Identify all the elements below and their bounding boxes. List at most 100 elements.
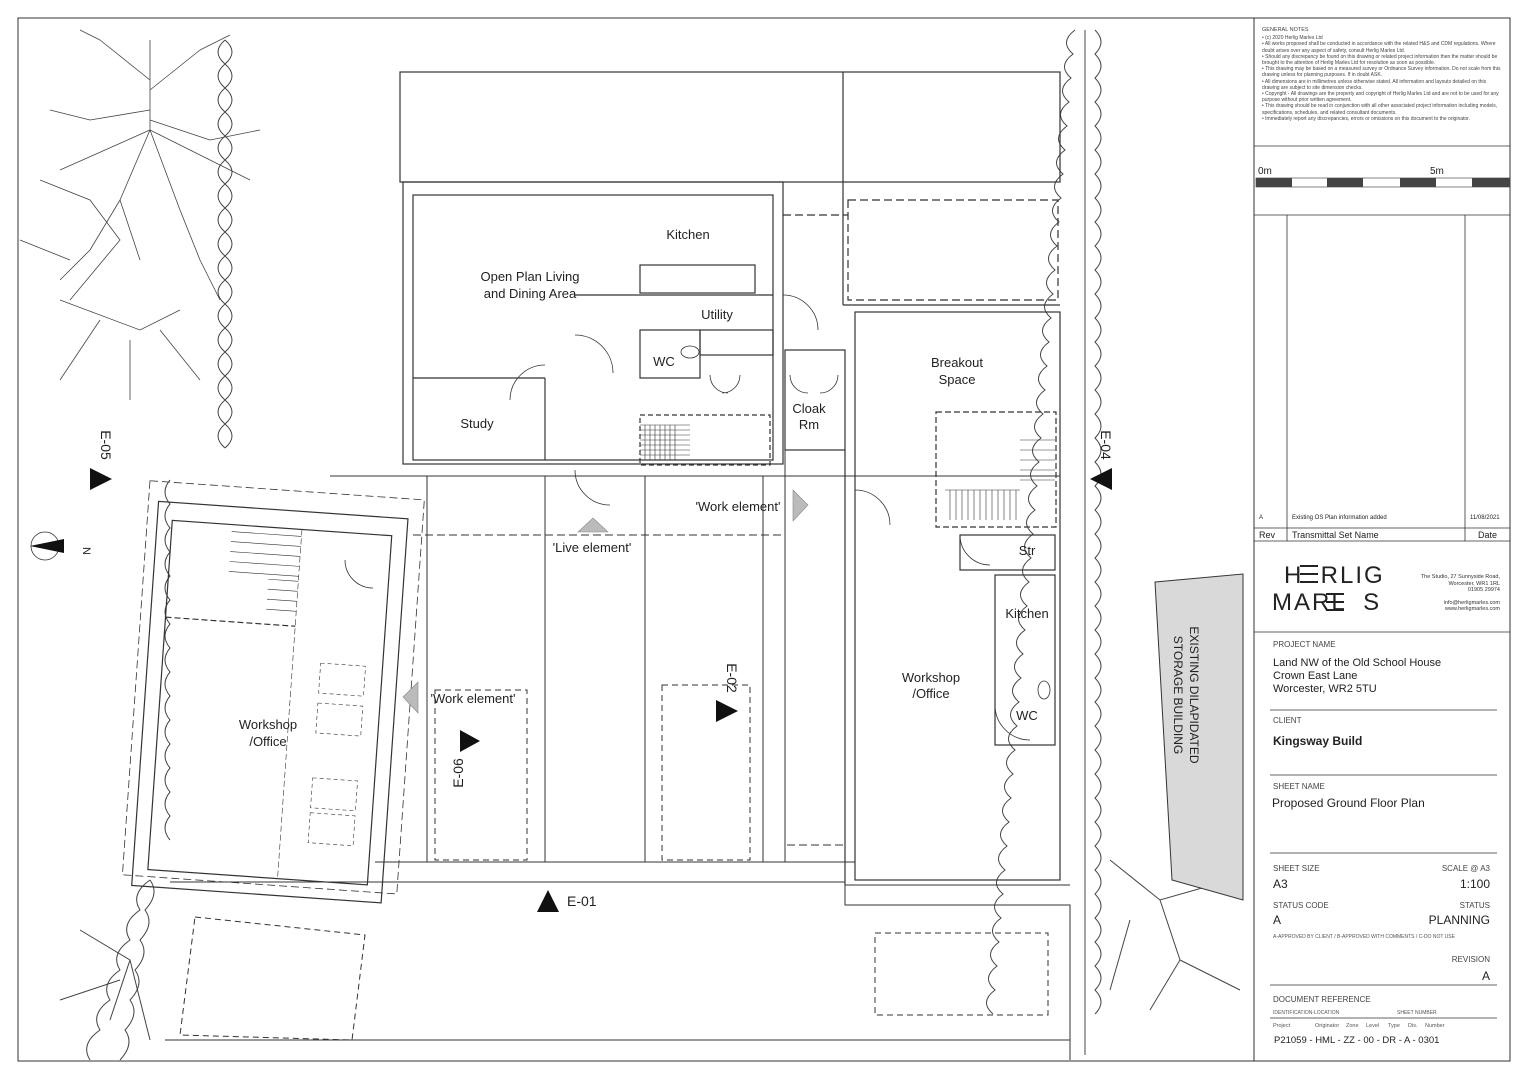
status-label: STATUS xyxy=(1459,901,1490,910)
client-label: CLIENT xyxy=(1273,716,1302,725)
drawing-border xyxy=(17,17,1511,1062)
docref-sub-identification: IDENTIFICATION-LOCATION xyxy=(1273,1010,1340,1016)
room-open-plan-line1: Open Plan Living xyxy=(480,269,579,284)
room-wc-right: WC xyxy=(1016,708,1038,723)
general-note-item: • All works proposed shall be conducted … xyxy=(1262,41,1496,54)
general-note-item: • All dimensions are in millimetres unle… xyxy=(1262,78,1487,91)
company-logo-line1: H RLIG xyxy=(1284,562,1385,589)
existing-storage-building xyxy=(1154,573,1244,901)
elevation-label-e02: E-02 xyxy=(724,663,740,693)
tree-top-left xyxy=(19,29,261,400)
section-marker-e04 xyxy=(1090,468,1112,490)
stair-main xyxy=(640,424,1055,520)
titleblock-lines xyxy=(1254,145,1510,1019)
section-marker-e06 xyxy=(460,730,480,752)
label-work-element-left: 'Work element' xyxy=(431,691,516,706)
scale-mid-label: 5m xyxy=(1430,166,1444,177)
company-logo-line2: MARL S xyxy=(1272,589,1381,616)
elevation-label-e05: E-05 xyxy=(98,430,114,460)
scale-value: 1:100 xyxy=(1459,877,1490,891)
general-notes-title: GENERAL NOTES xyxy=(1262,27,1309,33)
revision-header-date: Date xyxy=(1478,530,1497,540)
room-open-plan-line2: and Dining Area xyxy=(484,286,577,301)
room-breakout-line2: Space xyxy=(939,372,976,387)
room-workshop-right-line2: /Office xyxy=(912,686,949,701)
project-name: Land NW of the Old School House Crown Ea… xyxy=(1273,657,1442,695)
status-code-label: STATUS CODE xyxy=(1273,901,1329,910)
general-notes: GENERAL NOTES • (c) 2020 Herlig Marles L… xyxy=(1262,27,1502,122)
revision-header-desc: Transmittal Set Name xyxy=(1292,530,1379,540)
hedge-left xyxy=(59,39,233,1061)
scale-start-label: 0m xyxy=(1258,166,1272,177)
room-cloak-line1: Cloak xyxy=(792,401,826,416)
revision-value: A xyxy=(1481,969,1490,983)
revision-header-rev: Rev xyxy=(1259,530,1276,540)
arrow-live-element xyxy=(577,517,609,533)
label-work-element-top: 'Work element' xyxy=(696,499,781,514)
room-workshop-right-line1: Workshop xyxy=(902,670,960,685)
docref-sub-sheet-number: SHEET NUMBER xyxy=(1397,1010,1437,1016)
door-swings xyxy=(344,294,1051,741)
section-marker-e01 xyxy=(537,890,559,912)
general-note-item: • Should any discrepancy be found on thi… xyxy=(1262,53,1498,67)
revision-label: REVISION xyxy=(1451,955,1490,964)
arrow-work-element-top xyxy=(792,489,809,522)
room-workshop-left-line1: Workshop xyxy=(239,717,297,732)
general-note-item: • Copyright - All drawings are the prope… xyxy=(1262,91,1499,104)
elevation-label-e06: E-06 xyxy=(450,758,466,788)
general-note-item: • This drawing may be based on a measure… xyxy=(1262,66,1501,79)
docref-label: DOCUMENT REFERENCE xyxy=(1273,995,1371,1004)
client-value: Kingsway Build xyxy=(1273,734,1363,748)
general-note-item: • Immediately report any discrepancies, … xyxy=(1262,115,1470,122)
revision-row-desc: Existing OS Plan information added xyxy=(1292,515,1387,521)
docref-col-zone: Zone xyxy=(1346,1023,1359,1029)
general-note-item: • This drawing should be read in conjunc… xyxy=(1262,103,1498,116)
sheet-size-label: SHEET SIZE xyxy=(1273,864,1320,873)
arrow-work-element-left xyxy=(402,681,419,714)
scale-label: SCALE @ A3 xyxy=(1441,864,1490,873)
company-logo-mark-icon xyxy=(1300,565,1344,611)
sheet-name-value: Proposed Ground Floor Plan xyxy=(1272,796,1425,810)
docref-col-number: Number xyxy=(1425,1023,1445,1029)
main-house-walls xyxy=(399,71,1061,885)
room-kitchen-right: Kitchen xyxy=(1005,606,1048,621)
docref-col-dis: Dis. xyxy=(1408,1023,1418,1029)
docref-col-originator: Originator xyxy=(1315,1023,1340,1029)
scale-bar xyxy=(1255,177,1511,188)
room-cloak-line2: Rm xyxy=(799,417,819,432)
revision-row-date: 11/08/2021 xyxy=(1470,515,1500,521)
section-markers xyxy=(90,468,1112,912)
general-note-item: • (c) 2020 Herlig Marles Ltd xyxy=(1262,35,1323,42)
docref-col-level: Level xyxy=(1366,1023,1380,1029)
docref-col-project: Project xyxy=(1273,1023,1291,1029)
hedge-right xyxy=(986,29,1241,1055)
plot-boundaries xyxy=(165,450,1071,1060)
room-breakout-line1: Breakout xyxy=(931,355,983,370)
room-wc-main: WC xyxy=(653,354,675,369)
docref-col-type: Type xyxy=(1388,1023,1400,1029)
elevation-label-e04: E-04 xyxy=(1098,430,1114,460)
status-code-value: A xyxy=(1273,913,1282,927)
docref-code: P21059 - HML - ZZ - 00 - DR - A - 0301 xyxy=(1274,1035,1440,1046)
sheet-name-label: SHEET NAME xyxy=(1273,782,1325,791)
label-live-element: 'Live element' xyxy=(553,540,632,555)
label-existing-building-line2: STORAGE BUILDING xyxy=(1171,636,1185,754)
north-label: N xyxy=(80,547,92,555)
section-marker-e02 xyxy=(716,700,738,722)
room-workshop-left-line2: /Office xyxy=(249,734,286,749)
project-label: PROJECT NAME xyxy=(1273,640,1336,649)
element-arrows xyxy=(402,489,809,714)
room-study: Study xyxy=(460,416,494,431)
revision-row-rev: A xyxy=(1259,515,1263,521)
north-arrow-icon xyxy=(30,531,64,561)
room-utility: Utility xyxy=(701,307,733,322)
room-kitchen-main: Kitchen xyxy=(666,227,709,242)
elevation-label-e01: E-01 xyxy=(567,893,597,909)
section-marker-e05 xyxy=(90,468,112,490)
company-address: The Studio, 27 Sunnyside Road, Worcester… xyxy=(1420,574,1500,612)
room-store: Str xyxy=(1019,543,1036,558)
status-note: A-APPROVED BY CLIENT / B-APPROVED WITH C… xyxy=(1273,934,1455,940)
sheet-size-value: A3 xyxy=(1273,877,1288,891)
label-existing-building-line1: EXISTING DILAPIDATED xyxy=(1187,626,1201,763)
